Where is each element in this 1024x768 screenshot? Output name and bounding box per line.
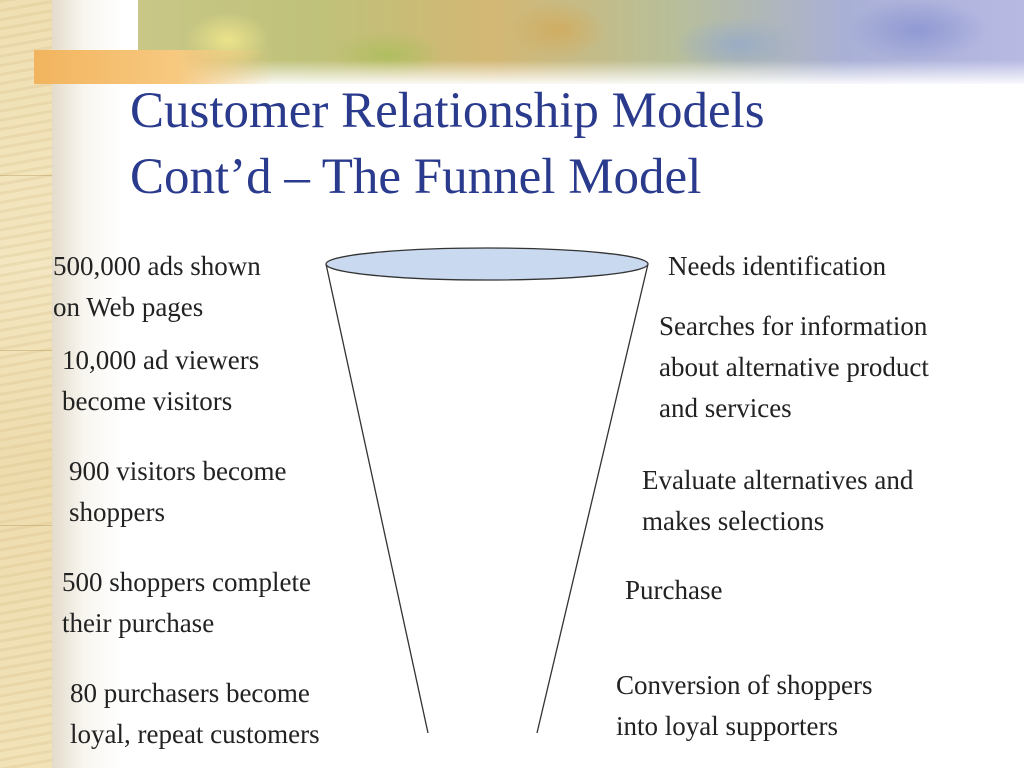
slide-title: Customer Relationship Models Cont’d – Th…: [130, 78, 1010, 210]
funnel-top-opening: [325, 247, 649, 281]
funnel-right-edge: [536, 263, 649, 734]
right-label-line: and services: [659, 393, 792, 423]
funnel-left-edge: [325, 263, 429, 734]
left-label-line: 900 visitors become: [69, 456, 287, 486]
parchment-divider: [0, 175, 52, 176]
parchment-border: [0, 0, 52, 768]
right-label-line: about alternative product: [659, 352, 929, 382]
parchment-shadow: [52, 0, 122, 768]
left-label-line: 500,000 ads shown: [53, 251, 261, 281]
left-label-ads-shown: 500,000 ads shown on Web pages: [53, 246, 261, 328]
slide-title-line-2: Cont’d – The Funnel Model: [130, 149, 702, 205]
right-label-line: makes selections: [642, 506, 825, 536]
left-label-line: their purchase: [62, 608, 215, 638]
left-label-line: 10,000 ad viewers: [62, 345, 260, 375]
right-label-purchase: Purchase: [625, 570, 722, 611]
right-label-line: into loyal supporters: [616, 711, 838, 741]
right-label-evaluate-alternatives: Evaluate alternatives and makes selectio…: [642, 460, 913, 542]
right-label-line: Needs identification: [668, 251, 887, 281]
left-label-purchasers: 80 purchasers become loyal, repeat custo…: [70, 673, 320, 755]
right-label-line: Searches for information: [659, 311, 928, 341]
left-label-line: loyal, repeat customers: [70, 719, 320, 749]
left-label-line: become visitors: [62, 386, 233, 416]
left-label-visitors: 900 visitors become shoppers: [69, 451, 286, 533]
right-label-line: Evaluate alternatives and: [642, 465, 914, 495]
decorative-orange-strip: [34, 50, 274, 84]
banner-edge: [138, 84, 1024, 86]
left-label-line: 500 shoppers complete: [62, 567, 311, 597]
banner-fade: [138, 60, 1024, 86]
right-label-information-search: Searches for information about alternati…: [659, 306, 929, 429]
left-label-line: shoppers: [69, 497, 165, 527]
parchment-divider: [0, 525, 52, 526]
left-label-ad-viewers: 10,000 ad viewers become visitors: [62, 340, 259, 422]
slide-title-line-1: Customer Relationship Models: [130, 83, 765, 139]
right-label-conversion: Conversion of shoppers into loyal suppor…: [616, 665, 872, 747]
parchment-divider: [0, 350, 52, 351]
right-label-needs-identification: Needs identification: [668, 246, 886, 287]
left-label-shoppers: 500 shoppers complete their purchase: [62, 562, 311, 644]
left-label-line: on Web pages: [53, 292, 204, 322]
right-label-line: Conversion of shoppers: [616, 670, 873, 700]
right-label-line: Purchase: [625, 575, 723, 605]
left-label-line: 80 purchasers become: [70, 678, 310, 708]
